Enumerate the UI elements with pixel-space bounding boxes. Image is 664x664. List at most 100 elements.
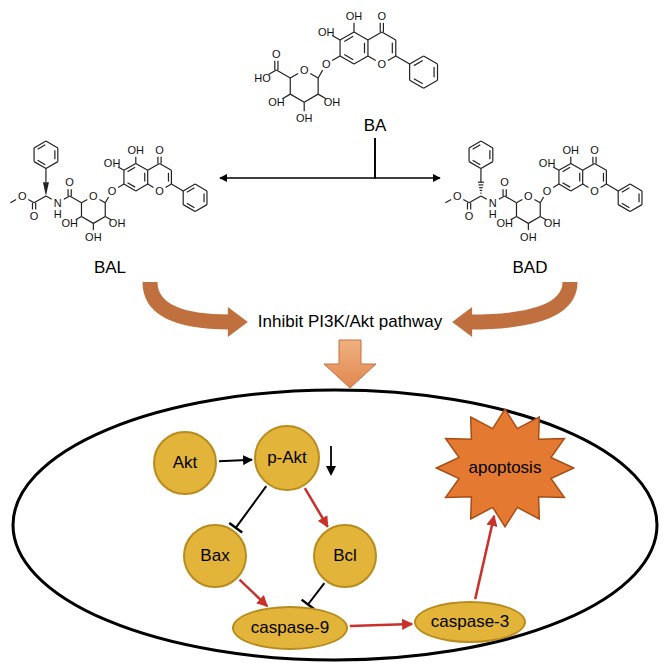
bond xyxy=(410,56,424,64)
bond xyxy=(528,216,540,223)
bond xyxy=(195,184,207,191)
node-text: Inhibit PI3K/Akt pathway xyxy=(258,312,442,332)
bond xyxy=(187,203,195,207)
connector xyxy=(229,486,266,532)
bond xyxy=(499,196,505,199)
atom-label: OH xyxy=(318,26,335,37)
bond xyxy=(437,64,438,80)
bond xyxy=(93,223,94,230)
atom-label: OH xyxy=(563,144,580,155)
apoptosis-star: apoptosis xyxy=(435,408,575,528)
bond xyxy=(414,79,423,84)
bond xyxy=(481,141,493,148)
bond xyxy=(32,203,33,210)
bond xyxy=(183,191,184,205)
atom-label: O xyxy=(322,59,331,70)
bond xyxy=(277,61,278,70)
bond xyxy=(93,216,105,223)
atom-label: O xyxy=(590,144,599,155)
bond xyxy=(502,189,503,196)
atom-label: O xyxy=(378,59,387,70)
connector xyxy=(350,624,412,626)
bond xyxy=(45,168,46,182)
atom-label: OH xyxy=(268,97,285,108)
bond xyxy=(304,94,318,102)
bond xyxy=(382,32,396,40)
bond xyxy=(168,173,169,182)
atom-label: N xyxy=(489,197,497,208)
bond xyxy=(622,203,630,207)
bond xyxy=(481,196,487,199)
atom-label: N xyxy=(54,197,62,208)
atom-label: OH xyxy=(496,218,513,229)
bond xyxy=(540,197,543,203)
bond xyxy=(516,216,528,223)
atom-label: H xyxy=(54,208,62,219)
bond xyxy=(144,173,145,182)
atom-label: OH xyxy=(61,218,78,229)
bond xyxy=(166,184,172,187)
bond xyxy=(46,196,52,199)
bond xyxy=(563,167,571,171)
atom-label: O xyxy=(300,64,309,75)
bond xyxy=(28,199,34,202)
caspase-ellipse: caspase-9 xyxy=(232,606,348,650)
bond xyxy=(563,183,571,187)
bond xyxy=(118,184,124,187)
bond xyxy=(340,32,354,40)
bond xyxy=(469,162,481,169)
bond xyxy=(332,56,340,61)
bond xyxy=(479,184,484,185)
bond xyxy=(64,196,70,199)
bond xyxy=(606,184,618,191)
atom-label: O xyxy=(590,185,599,196)
down-block-arrow xyxy=(324,340,376,388)
atom-label: O xyxy=(155,144,164,155)
bond xyxy=(157,157,158,164)
bond xyxy=(559,163,571,170)
bond xyxy=(469,196,481,203)
bond xyxy=(516,203,517,217)
bond xyxy=(339,40,340,56)
bond xyxy=(135,157,136,164)
node-text: BAL xyxy=(94,258,126,278)
node-text: BAD xyxy=(513,258,548,278)
bond xyxy=(473,145,481,149)
bond xyxy=(290,73,298,78)
bond xyxy=(395,40,396,56)
bond xyxy=(46,141,58,148)
bond xyxy=(505,196,517,203)
bond xyxy=(595,163,607,170)
bond xyxy=(353,23,354,32)
node-text: apoptosis xyxy=(469,458,542,478)
bond xyxy=(290,78,291,94)
atom-label: O xyxy=(108,185,117,196)
atom-label: OH xyxy=(544,218,561,229)
bond xyxy=(630,205,642,212)
bond xyxy=(274,61,275,70)
bond xyxy=(424,80,438,88)
bond xyxy=(128,183,136,187)
bond xyxy=(534,199,540,202)
bond xyxy=(596,157,597,164)
connector xyxy=(452,282,570,337)
bond xyxy=(433,67,434,77)
bond xyxy=(318,70,323,78)
compound-BAL: BAL xyxy=(0,138,220,280)
connector xyxy=(219,460,252,462)
connector xyxy=(302,583,325,609)
atom-label: OH xyxy=(296,113,313,124)
bond xyxy=(38,145,46,149)
atom-label: O xyxy=(453,190,462,201)
bond xyxy=(81,203,82,217)
bond xyxy=(147,170,148,184)
bond xyxy=(571,163,583,170)
bond xyxy=(354,56,368,64)
protein-circle: Akt xyxy=(153,431,217,495)
bond xyxy=(35,203,36,210)
bond xyxy=(54,150,55,159)
bond xyxy=(618,191,619,205)
bond xyxy=(187,188,195,192)
atom-label: OH xyxy=(85,232,102,243)
protein-circle: Bax xyxy=(183,524,247,588)
